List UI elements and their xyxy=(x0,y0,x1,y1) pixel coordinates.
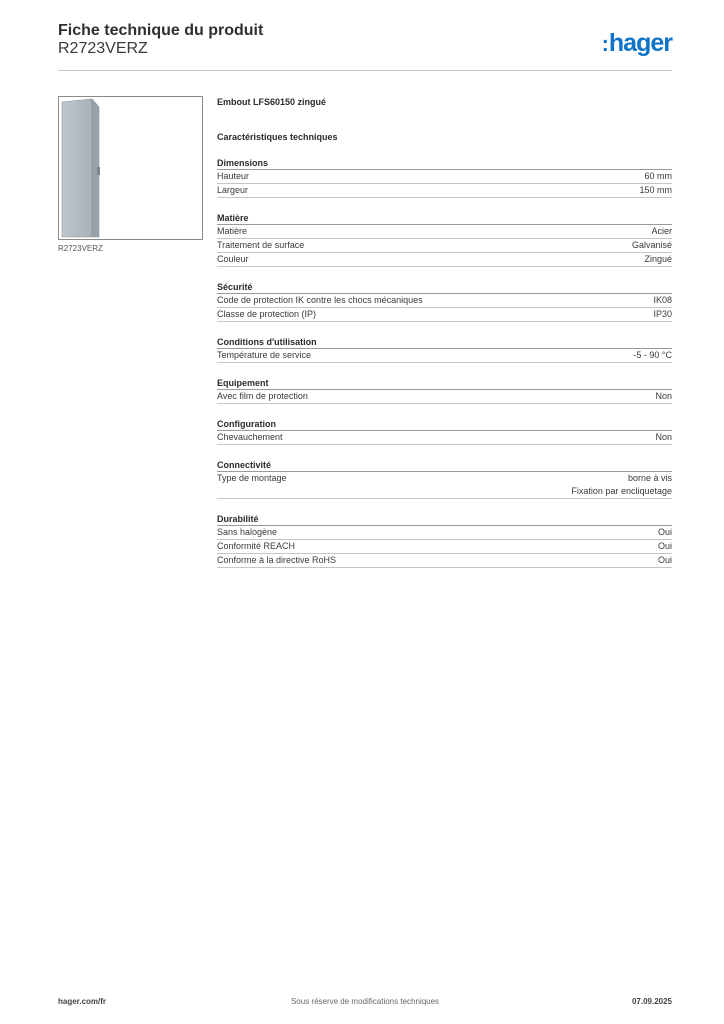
spec-row: Code de protection IK contre les chocs m… xyxy=(217,294,672,308)
spec-label: Sans halogène xyxy=(217,527,278,537)
spec-row: Classe de protection (IP) IP30 xyxy=(217,308,672,322)
spec-value-line: Fixation par encliquetage xyxy=(571,486,672,496)
spec-content: Embout LFS60150 zingué Caractéristiques … xyxy=(217,96,672,568)
spec-value-line: Oui xyxy=(657,541,672,551)
spec-value-line: Non xyxy=(655,391,672,401)
logo-text: hager xyxy=(608,29,673,57)
spec-label: Hauteur xyxy=(217,171,250,181)
section-title: Matière xyxy=(217,212,672,225)
spec-value-line: Oui xyxy=(657,527,672,537)
spec-row: Température de service -5 - 90 °C xyxy=(217,349,672,363)
spec-value-line: Oui xyxy=(657,555,672,565)
spec-value: 60 mm xyxy=(644,170,672,183)
image-caption: R2723VERZ xyxy=(58,244,103,253)
section-title: Durabilité xyxy=(217,513,672,526)
spec-value-line: IK08 xyxy=(653,295,672,305)
spec-value: -5 - 90 °C xyxy=(633,349,672,362)
spec-label: Couleur xyxy=(217,254,249,264)
spec-value: Oui xyxy=(658,540,672,553)
spec-label: Matière xyxy=(217,226,248,236)
spec-value: 150 mm xyxy=(639,184,672,197)
spec-row: Couleur Zingué xyxy=(217,253,672,267)
footer-date: 07.09.2025 xyxy=(631,997,672,1006)
end-cap-illustration xyxy=(61,98,100,238)
footer-website-link[interactable]: hager.com/fr xyxy=(58,997,107,1006)
section-title: Connectivité xyxy=(217,459,672,472)
spec-row: Matière Acier xyxy=(217,225,672,239)
spec-value-line: Galvanisé xyxy=(631,240,672,250)
spec-label: Classe de protection (IP) xyxy=(217,309,317,319)
spec-value-line: -5 - 90 °C xyxy=(633,350,672,360)
spec-value-line: borne à vis xyxy=(627,473,672,483)
spec-row: Conformité REACH Oui xyxy=(217,540,672,554)
spec-heading: Caractéristiques techniques xyxy=(217,132,338,142)
spec-row: Sans halogène Oui xyxy=(217,526,672,540)
spec-label: Conformité REACH xyxy=(217,541,296,551)
spec-label: Type de montage xyxy=(217,473,287,483)
spec-value-line: Non xyxy=(655,432,672,442)
spec-row: Chevauchement Non xyxy=(217,431,672,445)
hager-logo: :hager xyxy=(601,29,673,57)
spec-value: IP30 xyxy=(653,308,672,321)
spec-value-line: Acier xyxy=(651,226,672,236)
spec-label: Température de service xyxy=(217,350,312,360)
spec-value: IK08 xyxy=(653,294,672,307)
spec-row: Avec film de protection Non xyxy=(217,390,672,404)
spec-label: Chevauchement xyxy=(217,432,283,442)
spec-value: Oui xyxy=(658,554,672,567)
product-image xyxy=(58,96,203,240)
page-header: Fiche technique du produit R2723VERZ :ha… xyxy=(58,21,673,71)
spec-label: Conforme à la directive RoHS xyxy=(217,555,337,565)
spec-value-line: Zingué xyxy=(644,254,672,264)
section-title: Equipement xyxy=(217,377,672,390)
section-title: Dimensions xyxy=(217,157,672,170)
spec-label: Traitement de surface xyxy=(217,240,305,250)
spec-value-line: IP30 xyxy=(653,309,672,319)
spec-label: Largeur xyxy=(217,185,249,195)
footer-notice: Sous réserve de modifications techniques xyxy=(290,997,440,1006)
spec-value: Zingué xyxy=(644,253,672,266)
product-reference: R2723VERZ xyxy=(58,40,148,57)
spec-value: Galvanisé xyxy=(632,239,672,252)
spec-value-line: 150 mm xyxy=(639,185,672,195)
spec-value: Acier xyxy=(651,225,672,238)
spec-row: Largeur 150 mm xyxy=(217,184,672,198)
spec-value-line: 60 mm xyxy=(644,171,672,181)
spec-value: Non xyxy=(655,390,672,403)
section-title: Configuration xyxy=(217,418,672,431)
page-title: Fiche technique du produit xyxy=(58,22,264,39)
section-title: Sécurité xyxy=(217,281,672,294)
spec-label: Code de protection IK contre les chocs m… xyxy=(217,295,423,305)
spec-row: Conforme à la directive RoHS Oui xyxy=(217,554,672,568)
spec-row: Traitement de surface Galvanisé xyxy=(217,239,672,253)
spec-label: Avec film de protection xyxy=(217,391,308,401)
spec-value: Non xyxy=(655,431,672,444)
section-title: Conditions d'utilisation xyxy=(217,336,672,349)
spec-value: Oui xyxy=(658,526,672,539)
product-name: Embout LFS60150 zingué xyxy=(217,97,327,107)
spec-row: Hauteur 60 mm xyxy=(217,170,672,184)
